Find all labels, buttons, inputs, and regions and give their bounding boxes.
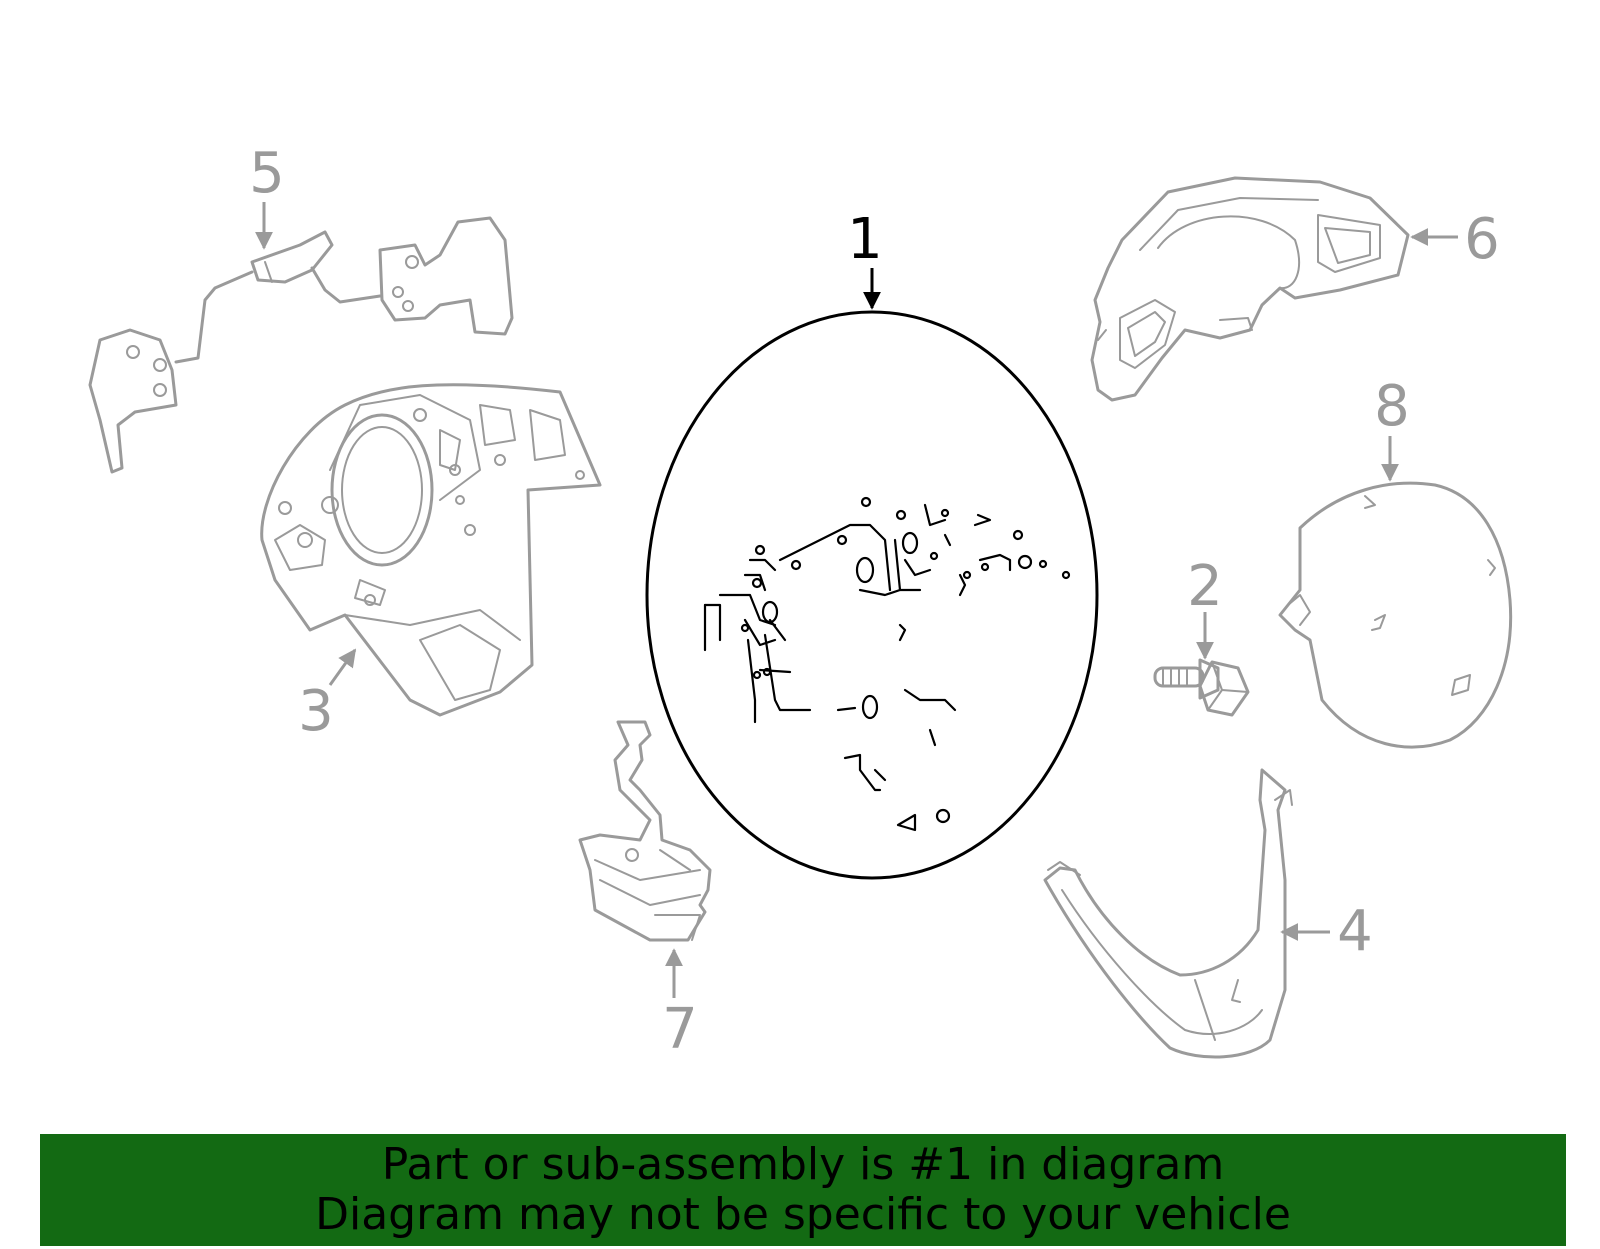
- part-2-bolt[interactable]: [1153, 658, 1250, 717]
- callout-6-label: 6: [1464, 207, 1500, 272]
- part-8-horn-pad[interactable]: [1278, 481, 1513, 749]
- callout-2-label: 2: [1187, 554, 1223, 619]
- part-7-switch-connector[interactable]: [578, 720, 712, 942]
- callout-2: 2: [1187, 554, 1223, 660]
- callout-5-label: 5: [249, 141, 285, 206]
- callout-3: 3: [298, 648, 357, 744]
- banner-line-1: Part or sub-assembly is #1 in diagram: [381, 1139, 1225, 1190]
- part-1-steering-wheel[interactable]: [645, 310, 1099, 880]
- part-4-lower-bezel[interactable]: [1043, 768, 1293, 1059]
- part-1-internal-detail: [703, 496, 1071, 832]
- disclaimer-banner: Part or sub-assembly is #1 in diagram Di…: [40, 1134, 1566, 1246]
- callout-7-label: 7: [662, 997, 698, 1062]
- part-3-lower-cover[interactable]: [260, 383, 602, 717]
- callout-7: 7: [662, 948, 698, 1062]
- callout-1-label: 1: [847, 207, 883, 272]
- callout-8-label: 8: [1374, 374, 1410, 439]
- callout-3-label: 3: [298, 679, 334, 744]
- part-6-upper-bezel[interactable]: [1090, 176, 1410, 402]
- callout-4: 4: [1280, 899, 1373, 964]
- banner-line-2: Diagram may not be specific to your vehi…: [315, 1189, 1291, 1240]
- callout-5: 5: [249, 141, 285, 250]
- callout-6: 6: [1410, 207, 1500, 272]
- callout-4-label: 4: [1337, 899, 1373, 964]
- part-5-paddle-switch-harness[interactable]: [88, 216, 514, 474]
- callout-1: 1: [847, 207, 883, 310]
- callout-8: 8: [1374, 374, 1410, 482]
